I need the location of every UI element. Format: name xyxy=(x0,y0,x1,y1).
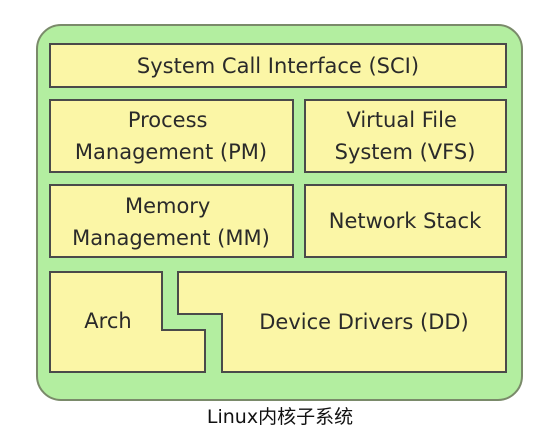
pm-label-line1: Process xyxy=(128,108,208,132)
box-device-drivers xyxy=(177,271,507,373)
box-memory-management xyxy=(49,184,294,258)
svg-text:Device Drivers (DD): Device Drivers (DD) xyxy=(259,310,468,334)
dd-label: Device Drivers (DD) xyxy=(259,310,468,334)
pm-label-line2: Management (PM) xyxy=(75,140,267,164)
svg-text:Virtual File System (VFS): Virtual File System (VFS) xyxy=(335,108,476,164)
svg-text:Process Management (PM): Process Management (PM) xyxy=(75,108,267,164)
box-virtual-file-system xyxy=(304,99,507,173)
box-system-call-interface xyxy=(49,43,507,88)
box-network-stack xyxy=(304,184,507,258)
svg-text:Memory Management (MM): Memory Management (MM) xyxy=(72,194,270,250)
sci-label: System Call Interface (SCI) xyxy=(137,54,419,78)
svg-text:Arch: Arch xyxy=(84,309,131,333)
net-label: Network Stack xyxy=(329,209,482,233)
arch-label: Arch xyxy=(84,309,131,333)
figure-caption: Linux内核子系统 xyxy=(206,406,354,428)
svg-text:System Call Interface (SCI): System Call Interface (SCI) xyxy=(137,54,419,78)
svg-text:Network Stack: Network Stack xyxy=(329,209,482,233)
box-process-management xyxy=(49,99,294,173)
mm-label-line2: Management (MM) xyxy=(72,226,270,250)
box-arch xyxy=(49,271,206,373)
vfs-label-line2: System (VFS) xyxy=(335,140,476,164)
vfs-label-line1: Virtual File xyxy=(346,108,456,132)
mm-label-line1: Memory xyxy=(125,194,210,218)
